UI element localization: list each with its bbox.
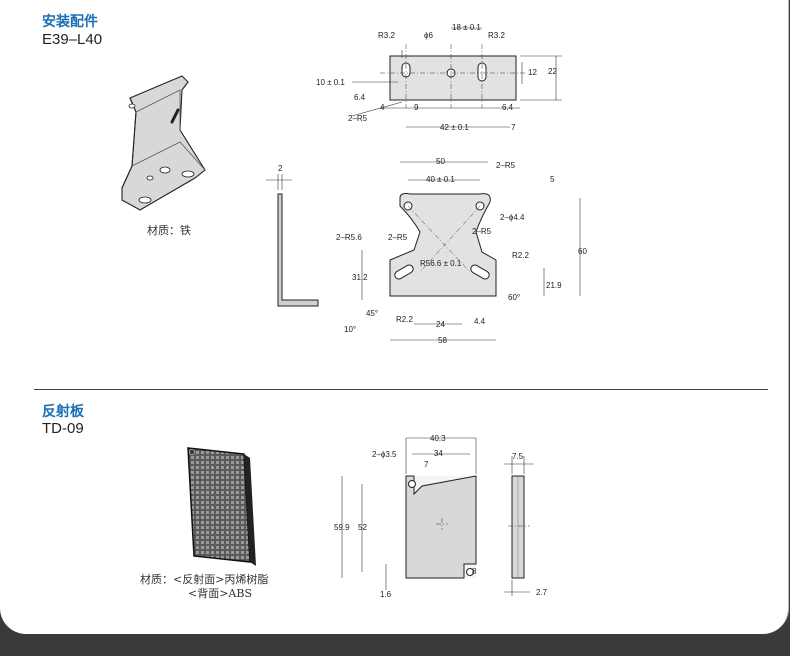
dim-2-thickness: 2 xyxy=(278,164,283,173)
dim-312: 31.2 xyxy=(352,273,368,282)
dim-2r5-top: 2–R5 xyxy=(496,161,516,170)
dim-2phi44: 2–ϕ4.4 xyxy=(500,213,525,222)
bracket-side-view: 2 xyxy=(266,164,319,307)
dim-2r5: 2–R5 xyxy=(348,114,368,123)
dim-7-reflector: 7 xyxy=(424,460,429,469)
dim-22: 22 xyxy=(548,67,557,76)
dim-2r5-right: 2–R5 xyxy=(472,227,492,236)
dim-599: 59.9 xyxy=(334,523,350,532)
dim-52: 52 xyxy=(358,523,367,532)
model-reflector: TD-09 xyxy=(42,420,84,437)
dim-2r56: 2–R5.6 xyxy=(336,233,362,242)
reflector-3d-illustration xyxy=(187,447,256,566)
caption-material-reflector-1: 材质：<反射面>丙烯树脂 xyxy=(140,573,269,586)
dim-64-right: 6.4 xyxy=(502,103,514,112)
reflector-front-view: 40.3 2–ϕ3.5 34 7 59.9 52 8 1.6 xyxy=(334,434,477,599)
dim-45-deg: 45° xyxy=(366,309,378,318)
dim-7: 7 xyxy=(511,123,516,132)
dim-16: 1.6 xyxy=(380,590,392,599)
dim-r22-left: R2.2 xyxy=(396,315,413,324)
bracket-front-view: 50 2–R5 5 40 ± 0.1 2–ϕ4.4 2–R5.6 2–R5 2–… xyxy=(336,157,587,345)
caption-material-bracket: 材质：铁 xyxy=(147,224,191,237)
section-title-mounting-bracket: 安装配件 xyxy=(42,14,98,30)
dim-60-deg: 60° xyxy=(508,293,520,302)
bracket-top-view: R3.2 ϕ6 18 ± 0.1 R3.2 10 ± 0.1 6.4 12 22… xyxy=(316,23,562,132)
dim-r32-left: R3.2 xyxy=(378,31,395,40)
bracket-3d-illustration xyxy=(121,75,206,211)
dim-10-deg: 10° xyxy=(344,325,356,334)
dim-219: 21.9 xyxy=(546,281,562,290)
dim-18: 18 ± 0.1 xyxy=(452,23,481,32)
dim-40: 40 ± 0.1 xyxy=(426,175,455,184)
section-divider xyxy=(34,389,768,390)
spec-sheet: 安装配件 E39–L40 材质：铁 R3.2 ϕ6 18 ± 0.1 R3.2 … xyxy=(0,0,789,634)
dim-44: 4.4 xyxy=(474,317,486,326)
reflector-side-view: 7.5 2.7 xyxy=(504,452,548,597)
dim-27: 2.7 xyxy=(536,588,548,597)
section-title-reflector: 反射板 xyxy=(42,404,84,420)
dim-50: 50 xyxy=(436,157,445,166)
dim-34: 34 xyxy=(434,449,443,458)
dim-phi6: ϕ6 xyxy=(424,31,433,40)
caption-material-reflector-2: <背面>ABS xyxy=(188,587,252,600)
dim-2phi35: 2–ϕ3.5 xyxy=(372,450,397,459)
dim-r22-right: R2.2 xyxy=(512,251,529,260)
dim-r32-right: R3.2 xyxy=(488,31,505,40)
dim-24: 24 xyxy=(436,320,445,329)
dim-403: 40.3 xyxy=(430,434,446,443)
dim-75: 7.5 xyxy=(512,452,524,461)
model-mounting-bracket: E39–L40 xyxy=(42,31,103,48)
dim-12: 12 xyxy=(528,68,537,77)
dim-64-left: 6.4 xyxy=(354,93,366,102)
dim-9: 9 xyxy=(414,103,419,112)
dim-8: 8 xyxy=(472,567,477,576)
dim-10: 10 ± 0.1 xyxy=(316,78,345,87)
dim-58: 58 xyxy=(438,336,447,345)
dim-2r5-left: 2–R5 xyxy=(388,233,408,242)
dim-60: 60 xyxy=(578,247,587,256)
dim-r566: R56.6 ± 0.1 xyxy=(420,259,462,268)
dim-42: 42 ± 0.1 xyxy=(440,123,469,132)
dim-5: 5 xyxy=(550,175,555,184)
